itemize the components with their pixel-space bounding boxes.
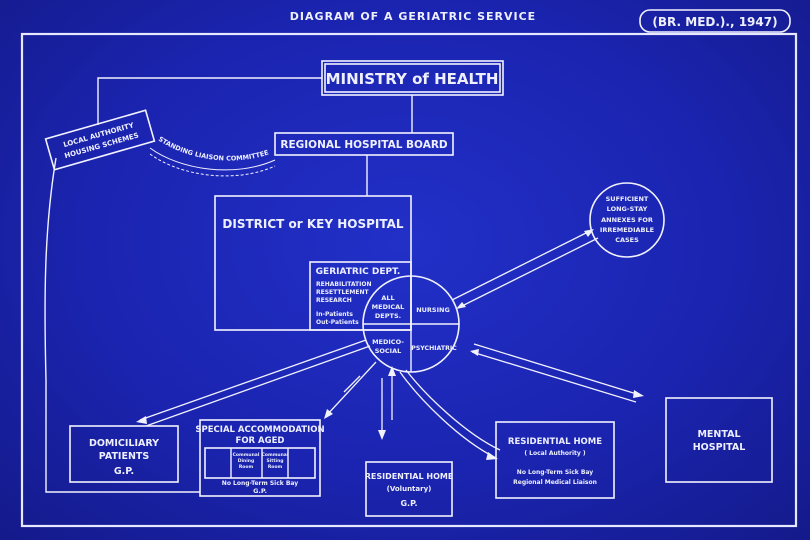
special-accommodation-box [199,419,321,497]
arrow-from-mental [471,351,637,403]
arrow-from-residential-local [405,369,501,451]
special-title-1: SPECIAL ACCOMMODATION [195,425,324,435]
arrow-head-residential-local [486,452,498,460]
room-2-line3: Room [268,464,283,470]
arrow-to-special [325,361,377,417]
annexes-line-4: IRREMEDIABLE [600,226,654,234]
domiciliary-box [69,425,179,483]
voluntary-title: RESIDENTIAL HOME [365,472,454,481]
special-rooms-box [204,447,316,479]
voluntary-sub: (Voluntary) [387,485,432,493]
geriatric-item-3: RESEARCH [316,297,352,304]
central-circle-cross [363,276,459,372]
domiciliary-line1: DOMICILIARY [89,438,159,449]
liaison-chain-top [149,147,276,171]
domiciliary-gp: G.P. [114,466,134,477]
ministry-to-local-line [97,77,322,125]
arrow-head-mental [633,390,644,398]
residential-local-title: RESIDENTIAL HOME [508,437,602,447]
special-footer-1: No Long-Term Sick Bay [222,480,298,487]
circle-medico-2: SOCIAL [375,347,402,355]
geriatric-item-2: RESETTLEMENT [316,289,369,296]
arrow-to-annexes [451,229,593,301]
geriatric-dept-title: GERIATRIC DEPT. [316,267,401,277]
residential-local-sub: ( Local Authority ) [524,450,586,457]
residential-voluntary-box [365,461,453,517]
arrow-from-annexes [457,237,599,309]
district-hospital-label: DISTRICT or KEY HOSPITAL [222,217,404,231]
arrow-head-voluntary [378,430,386,440]
mental-hospital-box [665,397,773,483]
circle-all-2: MEDICAL [372,303,405,311]
residential-local-box [495,421,615,499]
geriatric-item-1: REHABILITATION [316,281,372,288]
arrow-head-voluntary-up [388,366,396,376]
annexes-line-3: ANNEXES FOR [601,216,653,224]
annexes-line-1: SUFFICIENT [606,195,649,203]
room-2-line1: Communal [262,452,289,458]
circle-all-1: ALL [381,294,394,302]
local-authority-box [44,109,156,171]
arrow-head-domiciliary [136,416,147,424]
domiciliary-line2: PATIENTS [99,451,150,462]
circle-nursing: NURSING [416,306,450,314]
annexes-line-5: CASES [615,236,639,244]
room-2-line2: Sitting [266,458,283,464]
mental-hospital-line1: MENTAL [697,429,740,440]
liaison-chain-bottom [149,153,276,177]
reference-badge [639,9,791,33]
circle-all-3: DEPTS. [375,312,401,320]
regional-board-box [274,132,454,156]
outer-frame [20,32,798,528]
arrow-head-special [324,409,333,419]
liaison-label: STANDING LIAISON COMMITTEE [157,135,270,163]
in-patients-label: In-Patients [316,311,353,318]
regional-board-label: REGIONAL HOSPITAL BOARD [280,139,448,151]
special-title-2: FOR AGED [236,436,285,446]
special-footer-gp: G.P. [253,487,267,495]
arrow-head-psychiatric [470,349,479,356]
arrow-to-residential-local [399,371,497,459]
special-rooms-dividers [230,448,289,478]
circle-psychiatric: PSYCHIATRIC [411,345,457,352]
annexes-line-2: LONG-STAY [607,205,648,213]
out-patients-label: Out-Patients [316,319,359,326]
room-1-line3: Room [239,464,254,470]
left-return-line [44,157,200,493]
arrow-head-annexes [584,229,594,237]
arrow-from-special [343,375,361,393]
reference-text: (BR. MED.)., 1947) [652,15,777,29]
mental-hospital-line2: HOSPITAL [693,442,746,453]
residential-local-line2: Regional Medical Liaison [513,479,597,486]
arrow-head-nursing [456,302,466,309]
local-authority-group: LOCAL AUTHORITY HOUSING SCHEMES [44,109,156,171]
diagram-title: DIAGRAM OF A GERIATRIC SERVICE [290,10,536,23]
voluntary-gp: G.P. [400,499,417,508]
annexes-circle [589,182,665,258]
room-1-line2: Dining [238,458,254,464]
arrow-from-domiciliary [145,345,371,427]
residential-local-line1: No Long-Term Sick Bay [517,469,593,476]
arrow-to-mental [473,343,641,396]
ministry-box [324,63,501,93]
arrow-to-domiciliary [139,339,367,421]
room-1-line1: Communal [233,452,260,458]
circle-medico-1: MEDICO- [372,338,404,346]
ministry-label: MINISTRY of HEALTH [326,70,499,88]
